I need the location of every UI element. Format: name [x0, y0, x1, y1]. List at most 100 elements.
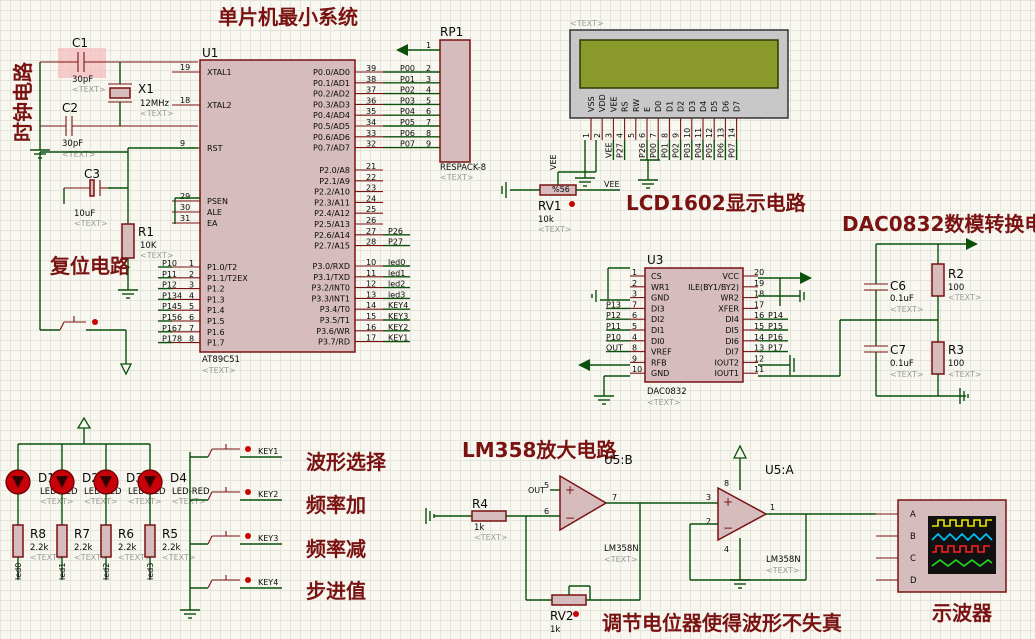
u3-pin-name: DI2 — [651, 315, 665, 324]
key-button-2[interactable] — [190, 487, 282, 501]
c6-capacitor[interactable] — [864, 244, 888, 320]
u1-p3-net: led2 — [388, 280, 405, 289]
resistor-val: 2.2k — [118, 543, 137, 553]
lcd-pin-net: P06 — [716, 143, 725, 158]
r1-resistor[interactable] — [118, 223, 138, 299]
led-d1[interactable] — [5, 444, 31, 525]
lcd-pin-net: P07 — [728, 143, 737, 158]
u1-p3-net: led1 — [388, 269, 405, 278]
u3-pin-net: P11 — [606, 322, 621, 331]
x1-crystal[interactable] — [108, 62, 132, 126]
lcd-pin-net: VEE — [604, 142, 613, 158]
u1-p1-name: P1.2 — [207, 285, 225, 294]
u1-p3-net: led3 — [388, 290, 405, 299]
c3-text: <TEXT> — [74, 219, 108, 228]
lcd-pin-name: RW — [632, 99, 641, 112]
c7-capacitor[interactable] — [864, 320, 966, 397]
resistor-net: led1 — [58, 563, 67, 580]
u5a-vcc — [732, 444, 748, 459]
u5a-pin1: 1 — [770, 503, 775, 512]
key-button-3[interactable] — [190, 531, 282, 545]
key-button-4[interactable] — [190, 575, 282, 589]
u1-p1-name: P1.3 — [207, 295, 225, 304]
rp1-body[interactable] — [439, 39, 471, 163]
u3-pin-num: 11 — [754, 365, 764, 374]
r2-resistor[interactable] — [931, 244, 945, 342]
u5a-pin4: 4 — [724, 545, 729, 554]
c2-capacitor[interactable] — [40, 116, 198, 136]
reset-button[interactable] — [39, 152, 133, 376]
resistor-r7[interactable] — [56, 524, 68, 580]
u3-pin-name: VREF — [651, 348, 672, 357]
u1-p0-net: P06 — [400, 129, 415, 138]
u1-p3-name: P3.4/T0 — [320, 305, 350, 314]
u5b-pin7: 7 — [612, 493, 617, 502]
u1-p0-name: P0.0/AD0 — [313, 68, 350, 77]
u1-p3-num: 17 — [366, 334, 376, 343]
u3-pin-name: DI5 — [725, 326, 739, 335]
r4-val: 1k — [474, 523, 484, 533]
scope-title: 示波器 — [932, 601, 993, 625]
rv2-val: 1k — [550, 625, 560, 635]
u1-pin-name: XTAL2 — [207, 101, 232, 110]
u1-body[interactable] — [199, 59, 356, 353]
c1-capacitor[interactable] — [40, 52, 198, 72]
r4-resistor[interactable] — [471, 510, 507, 522]
resistor-r6[interactable] — [100, 524, 112, 580]
rv1-text: <TEXT> — [538, 225, 572, 234]
c1-text: <TEXT> — [72, 85, 106, 94]
key-dot — [245, 446, 251, 452]
u3-pin-num: 15 — [754, 322, 764, 331]
u5b-opamp[interactable]: + − — [559, 474, 608, 532]
u1-p0-net: P05 — [400, 118, 415, 127]
resistor-text: <TEXT> — [30, 553, 64, 562]
u5b-part: LM358N — [604, 544, 639, 554]
u1-p3-num: 16 — [366, 323, 376, 332]
lcd-pin-net: P04 — [694, 143, 703, 158]
resistor-val: 2.2k — [30, 543, 49, 553]
u3-pin-name: ILE(BY1/BY2) — [688, 283, 739, 292]
scope-channel-label: D — [910, 576, 917, 586]
u1-p0-net: P07 — [400, 140, 415, 149]
lcd-pin-net: P00 — [649, 143, 658, 158]
lcd-pin-name: D0 — [654, 101, 663, 112]
u5b-ref: U5:B — [604, 453, 633, 467]
u3-pin-num: 9 — [632, 354, 637, 363]
u1-p2-num: 24 — [366, 194, 376, 203]
u1-p1-num: 5 — [189, 302, 194, 311]
rp1-pin-num: 7 — [426, 118, 431, 127]
led-d3[interactable] — [93, 444, 119, 525]
u3-pin-num: 16 — [754, 311, 764, 320]
u1-p3-name: P3.0/RXD — [313, 262, 350, 271]
u3-body[interactable] — [644, 267, 744, 383]
key-contact — [207, 448, 213, 458]
tune-title: 调节电位器使得波形不失真 — [602, 611, 842, 635]
u1-p1-net: P145 — [162, 302, 182, 311]
rp1-text: <TEXT> — [440, 173, 474, 182]
u1-p1-num: 1 — [189, 259, 194, 268]
resistor-r8[interactable] — [12, 524, 24, 580]
key-contact — [207, 491, 213, 501]
key-button-1[interactable] — [190, 444, 282, 458]
rv1-potentiometer[interactable] — [501, 140, 620, 207]
led-arrow — [144, 476, 156, 488]
c3-ref: C3 — [84, 167, 100, 181]
u5b-text: <TEXT> — [604, 555, 638, 564]
led-d2[interactable] — [49, 444, 75, 525]
r4-ref: R4 — [472, 497, 488, 511]
c3-capacitor[interactable] — [64, 179, 108, 197]
resistor-r5[interactable] — [144, 524, 156, 580]
led-d4[interactable] — [137, 444, 163, 525]
r3-resistor[interactable] — [931, 341, 969, 404]
reset-title: 复位电路 — [49, 254, 131, 278]
u5a-pin3: 3 — [706, 493, 711, 502]
led-text: <TEXT> — [172, 497, 206, 506]
u5a-opamp[interactable]: + − — [717, 486, 768, 542]
lcd-pin-name: D2 — [677, 101, 686, 112]
u1-pin-num: 19 — [180, 63, 190, 72]
lcd-pin-net: P27 — [616, 143, 625, 158]
rv2-potentiometer[interactable] — [526, 585, 640, 617]
lcd-pin-name: D7 — [733, 101, 742, 112]
lcd-pin-net: P02 — [672, 143, 681, 158]
